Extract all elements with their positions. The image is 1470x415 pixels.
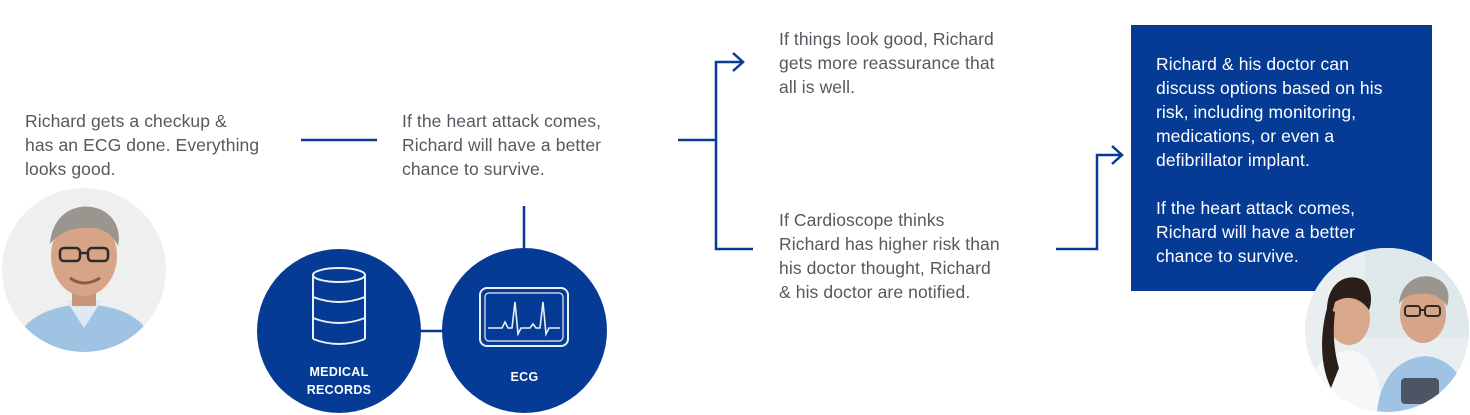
outcome-line: discuss options based on his (1156, 78, 1383, 98)
branch-up-arrowhead (732, 52, 745, 72)
ecg-monitor-icon (479, 287, 569, 347)
outcome-line: chance to survive. (1156, 246, 1299, 266)
step2-line: chance to survive. (402, 159, 545, 179)
branch-good-text: If things look good, Richard gets more r… (779, 27, 995, 99)
branch-good-line: gets more reassurance that (779, 53, 995, 73)
doctor-consultation-photo (1305, 248, 1469, 412)
branch-risk-line: Richard has higher risk than (779, 234, 1000, 254)
step1-line: has an ECG done. Everything (25, 135, 260, 155)
outcome-line: If the heart attack comes, (1156, 198, 1356, 218)
step1-line: Richard gets a checkup & (25, 111, 227, 131)
step1-text: Richard gets a checkup & has an ECG done… (25, 109, 259, 181)
step2-text: If the heart attack comes, Richard will … (402, 109, 601, 181)
outcome-line: medications, or even a (1156, 126, 1335, 146)
step1-line: looks good. (25, 159, 116, 179)
branch-risk-line: If Cardioscope thinks (779, 210, 945, 230)
outcome-line: defibrillator implant. (1156, 150, 1310, 170)
ecg-node: ECG (442, 248, 607, 413)
outcome-paragraph-1: Richard & his doctor can discuss options… (1156, 52, 1383, 172)
branch-good-line: If things look good, Richard (779, 29, 994, 49)
richard-photo (2, 188, 166, 352)
outcome-line: Richard will have a better (1156, 222, 1356, 242)
connector-risk-outcome (1056, 153, 1121, 251)
outcome-line: Richard & his doctor can (1156, 54, 1350, 74)
outcome-paragraph-2: If the heart attack comes, Richard will … (1156, 196, 1355, 268)
outcome-box: Richard & his doctor can discuss options… (1131, 25, 1432, 291)
step2-line: Richard will have a better (402, 135, 602, 155)
ecg-label: ECG (510, 370, 539, 384)
database-icon (312, 267, 366, 345)
branch-down-line (714, 140, 753, 251)
outcome-arrowhead (1111, 145, 1124, 165)
medical-records-label-line: RECORDS (306, 383, 372, 397)
branch-risk-text: If Cardioscope thinks Richard has higher… (779, 208, 1000, 304)
medical-records-label-line: MEDICAL (309, 365, 369, 379)
branch-up-arrow-line (714, 60, 742, 140)
branch-risk-line: & his doctor are notified. (779, 282, 971, 302)
branch-risk-line: his doctor thought, Richard (779, 258, 991, 278)
branch-good-line: all is well. (779, 77, 856, 97)
medical-records-node: MEDICAL RECORDS (257, 249, 421, 413)
step2-line: If the heart attack comes, (402, 111, 602, 131)
medical-records-label: MEDICAL RECORDS (257, 363, 421, 399)
outcome-line: risk, including monitoring, (1156, 102, 1357, 122)
